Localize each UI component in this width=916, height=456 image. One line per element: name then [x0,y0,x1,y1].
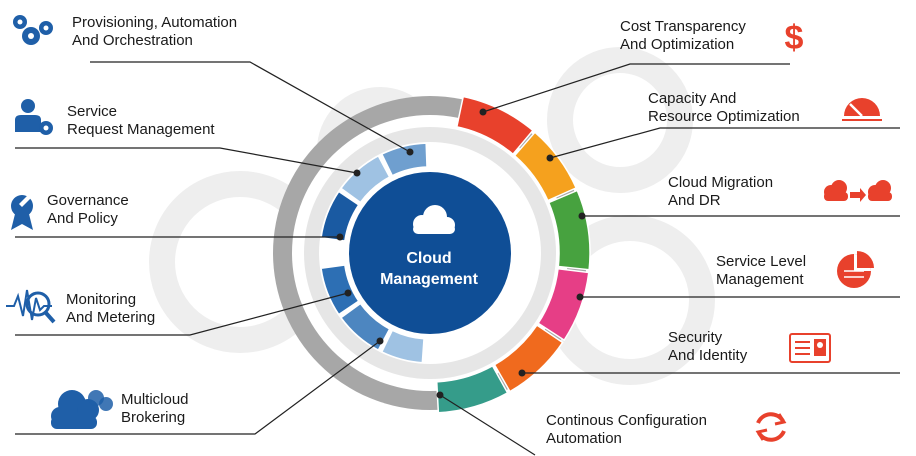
leader-dots [336,108,586,399]
waveform-magnifier-icon [6,289,56,324]
leader-lines [15,61,900,456]
label-service-level: Service Level Management [716,253,807,288]
gauge-icon [842,98,882,121]
label-migration: Cloud Migration And DR [668,174,774,209]
label-config: Continous Configuration Automation [546,412,707,447]
cloud-transfer-icon [824,180,892,202]
label-security: Security And Identity [668,329,748,364]
clouds-icon [51,390,113,429]
label-service-request: Service Request Management [67,103,215,138]
ring-segment-service-level [537,267,590,342]
refresh-icon [755,412,787,442]
label-monitoring: Monitoring And Metering [66,291,156,326]
ring-segment-capacity [513,131,578,202]
svg-text:$: $ [785,19,804,57]
ring-segment-security [493,324,564,393]
label-multicloud: Multicloud Brokering [121,391,189,426]
label-governance: Governance And Policy [47,192,129,227]
color-segment-ring [435,95,591,414]
center-disk [349,172,511,334]
center-title: Cloud Management [380,250,478,288]
user-gear-icon [15,99,53,135]
id-card-icon [789,333,831,363]
dollar-icon: $ [785,19,804,57]
ring-segment-cost [455,95,534,156]
gears-icon [13,15,53,45]
cloud-icon [413,205,455,234]
badge-pen-icon [11,195,33,230]
label-cost: Cost Transparency And Optimization [620,18,746,53]
ring-segment-migration [547,189,591,271]
pie-chart-icon [837,251,874,288]
label-capacity: Capacity And Resource Optimization [648,90,800,125]
label-provisioning: Provisioning, Automation And Orchestrati… [72,14,238,49]
ring-segment-config [435,364,509,414]
